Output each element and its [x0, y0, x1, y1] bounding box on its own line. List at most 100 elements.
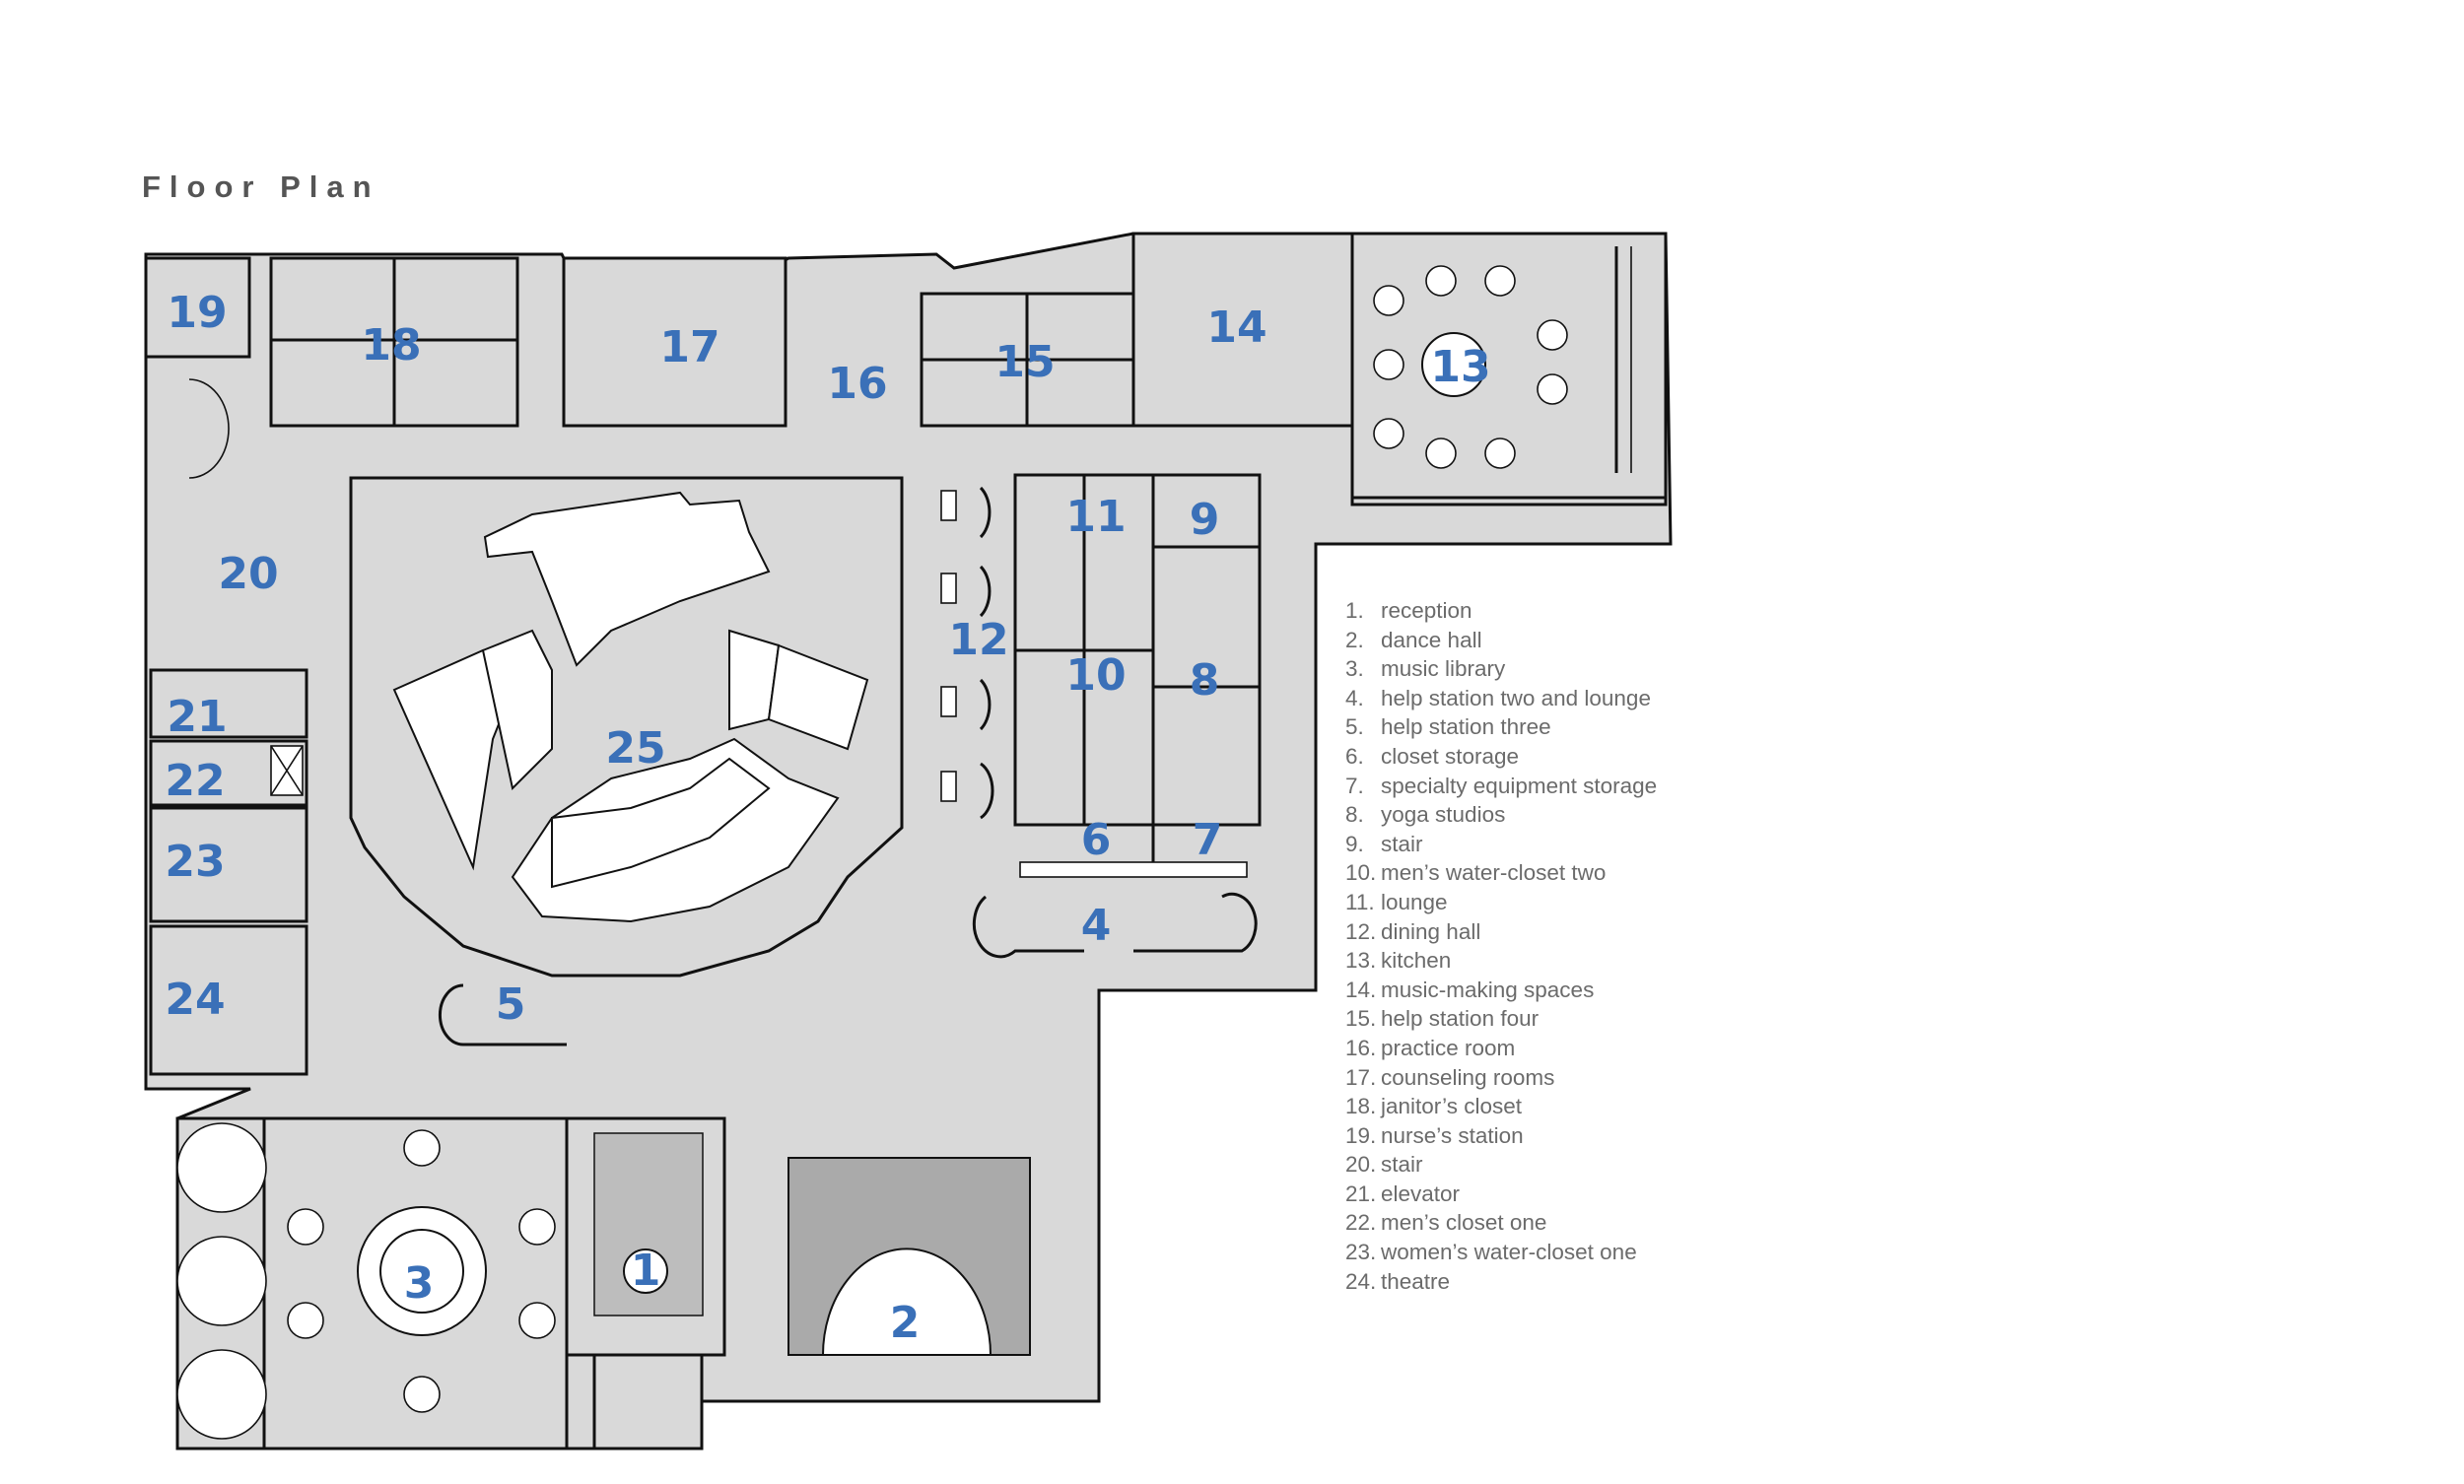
legend-item: 19.nurse’s station [1345, 1121, 1657, 1151]
legend-number: 17. [1345, 1064, 1377, 1090]
legend-item: 16.practice room [1345, 1034, 1657, 1063]
room-label-20: 20 [218, 549, 278, 599]
legend-item: 15.help station four [1345, 1004, 1657, 1034]
legend-number: 6. [1345, 743, 1364, 769]
room-label-23: 23 [165, 837, 225, 887]
legend-number: 15. [1345, 1006, 1377, 1032]
help-station-furniture [438, 861, 1258, 1046]
legend-label: dance hall [1381, 627, 1482, 652]
legend-label: women’s water-closet one [1381, 1240, 1637, 1265]
legend-label: music library [1381, 656, 1506, 682]
room-label-7: 7 [1193, 815, 1223, 865]
room-label-4: 4 [1081, 901, 1112, 951]
legend-label: help station three [1381, 714, 1551, 740]
room-label-3: 3 [404, 1258, 435, 1309]
room-label-6: 6 [1081, 815, 1112, 865]
room-label-10: 10 [1065, 650, 1126, 701]
legend-number: 3. [1345, 656, 1364, 682]
legend-label: reception [1381, 598, 1472, 623]
legend-number: 14. [1345, 977, 1377, 1002]
legend-item: 6. closet storage [1345, 742, 1657, 772]
legend-number: 13. [1345, 948, 1377, 974]
dining-hall-furniture [940, 486, 994, 820]
legend-item: 2. dance hall [1345, 626, 1657, 655]
legend-item: 7.specialty equipment storage [1345, 772, 1657, 801]
legend-item: 1. reception [1345, 596, 1657, 626]
legend-number: 18. [1345, 1094, 1377, 1119]
theatre-hall [349, 476, 904, 978]
legend-number: 7. [1345, 773, 1364, 798]
legend-label: kitchen [1381, 948, 1452, 974]
legend-label: janitor’s closet [1381, 1094, 1522, 1119]
legend-item: 9. stair [1345, 830, 1657, 859]
legend-number: 16. [1345, 1035, 1377, 1060]
legend-number: 4. [1345, 685, 1364, 710]
room-label-2: 2 [890, 1298, 921, 1348]
legend-number: 19. [1345, 1122, 1377, 1148]
legend-number: 11. [1345, 889, 1375, 914]
room-label-11: 11 [1065, 492, 1126, 542]
legend-number: 20. [1345, 1152, 1377, 1178]
legend-label: elevator [1381, 1180, 1461, 1206]
legend-label: counseling rooms [1381, 1064, 1555, 1090]
legend-item: 23.women’s water-closet one [1345, 1238, 1657, 1267]
legend-item: 24.theatre [1345, 1267, 1657, 1297]
legend-number: 5. [1345, 714, 1364, 740]
legend-item: 13.kitchen [1345, 946, 1657, 976]
legend-label: stair [1381, 831, 1423, 856]
legend-item: 20.stair [1345, 1150, 1657, 1180]
legend-item: 4. help station two and lounge [1345, 684, 1657, 713]
room-label-8: 8 [1190, 655, 1220, 706]
music-library-furniture [176, 1122, 556, 1440]
legend-number: 21. [1345, 1180, 1377, 1206]
legend-item: 18.janitor’s closet [1345, 1092, 1657, 1121]
legend-label: dining hall [1381, 918, 1481, 944]
room-label-1: 1 [631, 1246, 661, 1296]
legend-label: music-making spaces [1381, 977, 1595, 1002]
room-label-13: 13 [1430, 342, 1490, 392]
room-label-18: 18 [361, 320, 421, 371]
room-label-25: 25 [605, 723, 665, 774]
legend-label: men’s water-closet two [1381, 860, 1607, 886]
legend-label: stair [1381, 1152, 1423, 1178]
legend-number: 22. [1345, 1210, 1377, 1236]
legend-item: 14.music-making spaces [1345, 976, 1657, 1005]
legend-number: 1. [1345, 598, 1364, 623]
legend-number: 12. [1345, 918, 1377, 944]
legend-label: theatre [1381, 1268, 1451, 1294]
kitchen-furniture [1373, 246, 1632, 473]
east-block-rooms [1013, 473, 1262, 867]
room-label-9: 9 [1190, 495, 1220, 545]
room-label-21: 21 [167, 692, 227, 742]
west-block-rooms [149, 668, 308, 1076]
legend-number: 10. [1345, 860, 1377, 886]
room-label-19: 19 [167, 288, 227, 338]
reception-entry [592, 1248, 704, 1449]
legend-number: 9. [1345, 831, 1364, 856]
legend-item: 5. help station three [1345, 712, 1657, 742]
room-label-5: 5 [496, 979, 526, 1030]
room-label-22: 22 [165, 756, 225, 806]
legend-number: 23. [1345, 1240, 1377, 1265]
legend-number: 2. [1345, 627, 1364, 652]
legend-item: 8.yoga studios [1345, 800, 1657, 830]
legend-label: men’s closet one [1381, 1210, 1547, 1236]
plan-title: Floor Plan [142, 169, 380, 204]
legend-label: lounge [1381, 889, 1448, 914]
legend-item: 17.counseling rooms [1345, 1063, 1657, 1093]
legend-label: practice room [1381, 1035, 1516, 1060]
legend-label: closet storage [1381, 743, 1520, 769]
legend-item: 12.dining hall [1345, 917, 1657, 947]
room-label-16: 16 [827, 359, 887, 409]
legend-item: 22.men’s closet one [1345, 1208, 1657, 1238]
legend-item: 11.lounge [1345, 888, 1657, 917]
legend-item: 3. music library [1345, 654, 1657, 684]
legend-item: 21.elevator [1345, 1180, 1657, 1209]
legend-label: help station two and lounge [1381, 685, 1651, 710]
north-wing-rooms [144, 256, 1135, 479]
legend-label: yoga studios [1381, 802, 1506, 828]
legend-item: 10.men’s water-closet two [1345, 858, 1657, 888]
